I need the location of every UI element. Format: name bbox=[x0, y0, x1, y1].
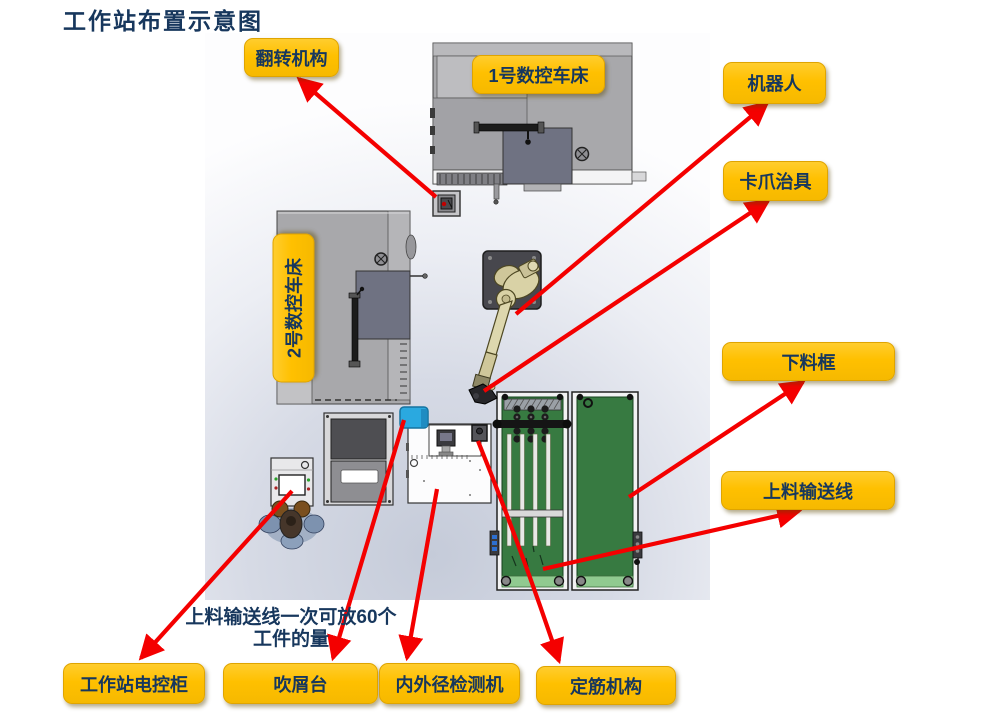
page-title: 工作站布置示意图 bbox=[63, 9, 263, 34]
rib-setting-component bbox=[471, 424, 488, 442]
arrow-chip-blow-table bbox=[327, 419, 407, 662]
callout-station-control-cabinet: 工作站电控柜 bbox=[63, 663, 205, 704]
arrow-flip-mechanism bbox=[296, 76, 438, 199]
lathe1-door-rail bbox=[476, 123, 542, 132]
cnc-lathe-1-machine bbox=[430, 42, 647, 205]
callout-arrows bbox=[138, 76, 806, 665]
arrow-load-conveyor bbox=[542, 503, 803, 572]
callout-flip-mechanism: 翻转机构 bbox=[244, 38, 339, 77]
callout-load-conveyor: 上料输送线 bbox=[721, 471, 895, 510]
cabinet-screen bbox=[278, 474, 306, 496]
chip-blow-table-component bbox=[399, 406, 429, 429]
arrow-claw-jig bbox=[482, 199, 771, 393]
callout-diameter-detector: 内外径检测机 bbox=[379, 663, 520, 704]
callout-unload-frame: 下料框 bbox=[722, 342, 895, 381]
tool-cabinet bbox=[323, 412, 394, 506]
arrow-control-cabinet bbox=[138, 489, 294, 661]
callout-chip-blow-table: 吹屑台 bbox=[223, 663, 378, 704]
flip-mechanism-component bbox=[432, 190, 461, 217]
arrow-unload-frame bbox=[627, 380, 806, 499]
arrow-robot bbox=[514, 100, 770, 316]
arrow-rib-setting bbox=[476, 440, 564, 665]
callout-cnc-lathe-1: 1号数控车床 bbox=[472, 55, 605, 94]
arrow-diameter-detector bbox=[398, 488, 440, 662]
capacity-note-line1: 上料输送线一次可放60个 bbox=[185, 607, 397, 628]
conveyor-cross-bar bbox=[495, 420, 570, 428]
callout-claw-jig: 卡爪治具 bbox=[723, 161, 828, 201]
callout-rib-setting: 定筋机构 bbox=[536, 666, 676, 705]
unload-frame-component bbox=[571, 391, 643, 591]
robot-component bbox=[468, 250, 542, 405]
capacity-note: 上料输送线一次可放60个 工件的量 bbox=[160, 607, 422, 651]
capacity-note-line2: 工件的量 bbox=[252, 629, 329, 650]
station-control-cabinet-component bbox=[270, 457, 314, 507]
lathe2-door-rail bbox=[351, 295, 359, 363]
callout-cnc-lathe-2: 2号数控车床 bbox=[272, 233, 315, 383]
callout-robot: 机器人 bbox=[723, 62, 826, 104]
load-conveyor-component bbox=[489, 391, 572, 591]
rotary-fixture bbox=[258, 500, 325, 550]
